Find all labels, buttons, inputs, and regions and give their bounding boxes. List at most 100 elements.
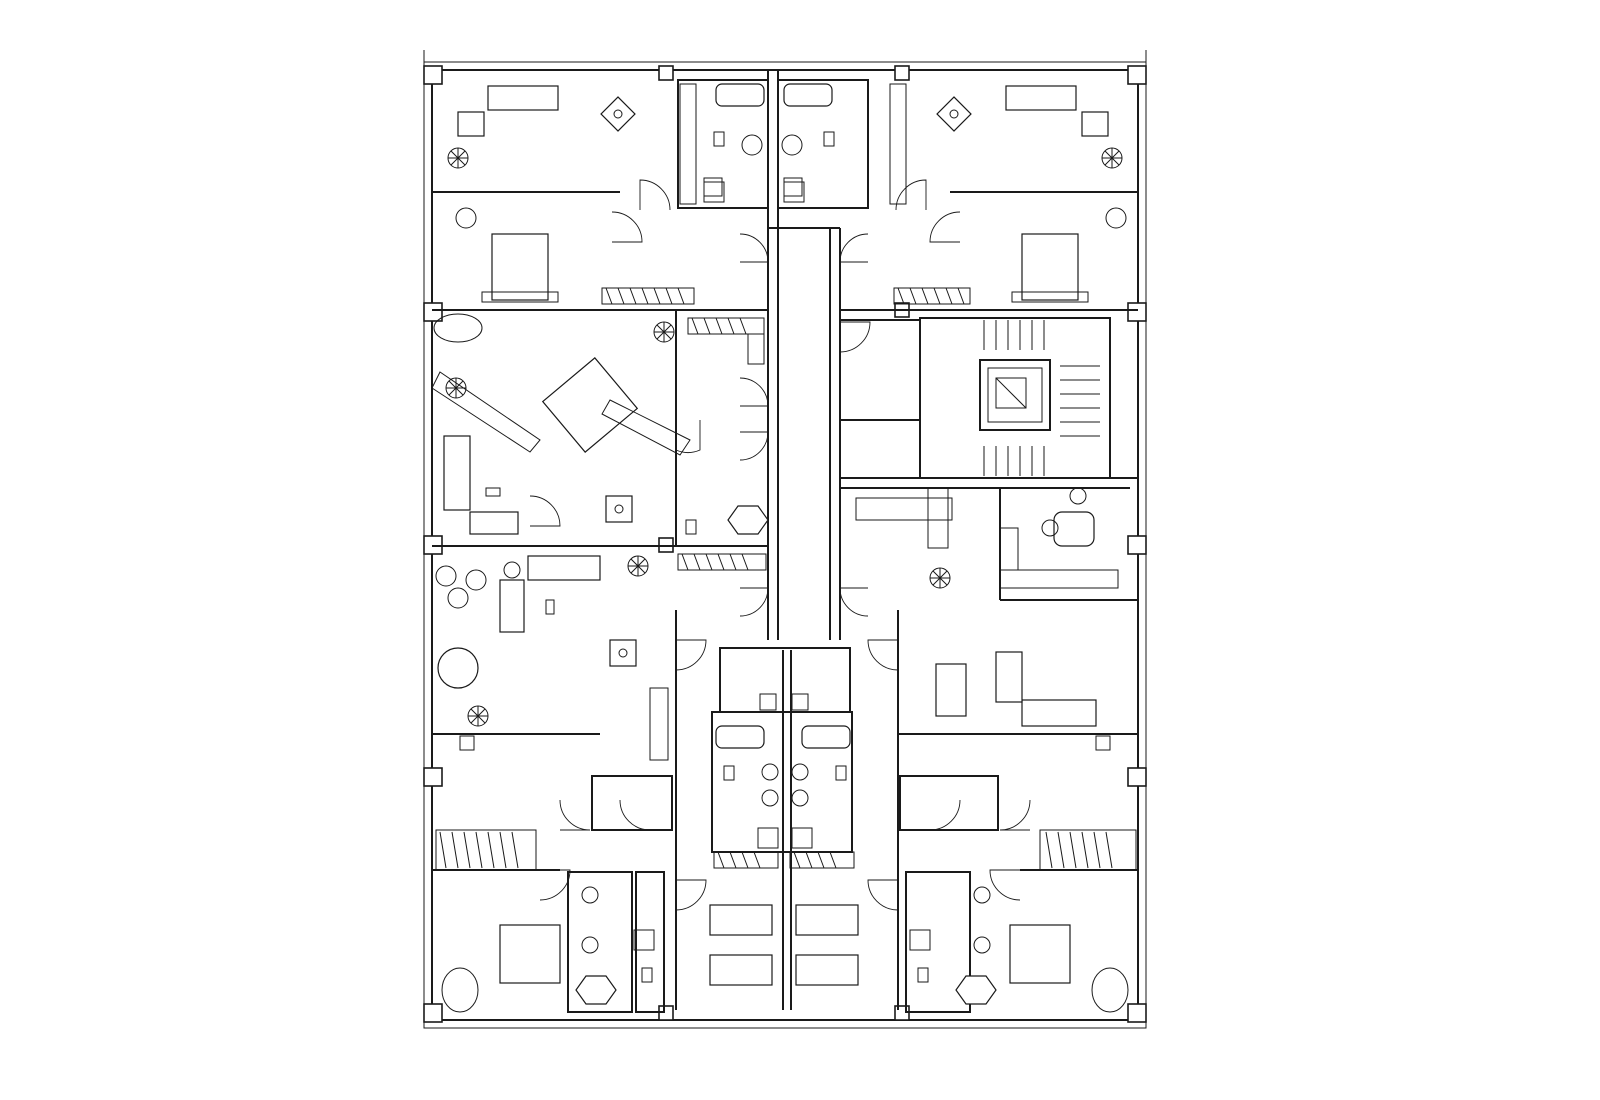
shower xyxy=(703,181,725,203)
column xyxy=(1127,1003,1147,1023)
bed xyxy=(709,904,859,986)
bed xyxy=(481,233,559,303)
armchair xyxy=(433,313,483,343)
elevator xyxy=(979,359,1051,431)
potted-plant xyxy=(653,321,675,343)
kitchen-counter xyxy=(601,399,691,456)
armchair xyxy=(1041,487,1087,537)
kitchen-counter xyxy=(679,83,697,205)
interior-door xyxy=(867,639,899,671)
wardrobe xyxy=(747,333,765,365)
sink xyxy=(581,936,599,954)
interior-door xyxy=(895,179,927,211)
shower xyxy=(633,929,655,951)
interior-door xyxy=(739,377,769,407)
sink xyxy=(761,763,779,781)
potted-plant xyxy=(445,377,467,399)
interior-door xyxy=(989,869,1021,901)
toilet xyxy=(835,765,847,781)
structural-columns xyxy=(423,65,1147,1023)
column xyxy=(1127,302,1147,322)
potted-plant xyxy=(467,705,489,727)
interior-door xyxy=(929,799,961,831)
sink xyxy=(973,886,991,904)
dining-tables xyxy=(437,96,1095,717)
bed xyxy=(1011,233,1089,303)
dining-table xyxy=(935,663,967,717)
interior-door xyxy=(675,879,707,911)
potted-plant xyxy=(627,555,649,577)
sofa xyxy=(527,555,601,581)
dining-table xyxy=(1053,511,1095,547)
interior-door xyxy=(639,179,671,211)
shower xyxy=(783,181,805,203)
potted-plant xyxy=(447,147,469,169)
toilet xyxy=(917,967,929,983)
dining-table xyxy=(437,647,479,689)
interior-door xyxy=(839,587,869,617)
misc-items xyxy=(459,177,1111,751)
column xyxy=(423,65,443,85)
wardrobe xyxy=(893,287,971,305)
decor xyxy=(433,147,1129,1013)
interior-door xyxy=(739,587,769,617)
shower xyxy=(791,827,813,849)
interior-walls xyxy=(432,70,1138,1013)
bathtub xyxy=(783,83,833,107)
wardrobe xyxy=(687,317,765,335)
interior-door xyxy=(739,233,769,263)
toilet xyxy=(713,131,725,147)
kitchen-counter xyxy=(889,83,907,205)
column xyxy=(894,65,910,81)
column xyxy=(423,767,443,787)
column xyxy=(1127,535,1147,555)
sink xyxy=(791,789,809,807)
dining-table xyxy=(609,639,637,667)
interior-door xyxy=(839,233,869,263)
shower xyxy=(909,929,931,951)
bathroom-fixtures xyxy=(575,83,997,1005)
sofa xyxy=(499,579,525,633)
armchair xyxy=(455,207,477,229)
sink xyxy=(781,134,803,156)
armchair xyxy=(1091,967,1129,1013)
interior-door xyxy=(529,495,561,527)
dining-table xyxy=(600,96,636,132)
column xyxy=(1127,65,1147,85)
column xyxy=(1127,767,1147,787)
interior-door xyxy=(929,211,961,243)
kitchen-counter xyxy=(927,487,949,549)
kitchen-counter xyxy=(999,527,1019,571)
sofas xyxy=(443,85,1109,727)
interior-door xyxy=(675,420,701,453)
interior-door xyxy=(839,321,871,353)
sink xyxy=(581,886,599,904)
wardrobe xyxy=(789,851,855,869)
dining-table xyxy=(605,495,633,523)
wardrobe xyxy=(713,851,779,869)
sofa xyxy=(443,435,471,511)
interior-door xyxy=(867,879,899,911)
potted-plant xyxy=(1101,147,1123,169)
interior-door xyxy=(619,799,651,831)
kitchen-counter xyxy=(649,687,669,761)
staircase xyxy=(983,320,1100,476)
building-envelope xyxy=(423,50,1147,1029)
sink xyxy=(741,134,763,156)
potted-plant xyxy=(929,567,951,589)
wardrobe xyxy=(601,287,695,305)
armchair xyxy=(441,967,479,1013)
armchair xyxy=(435,565,457,587)
interior-door xyxy=(675,639,707,671)
column xyxy=(658,65,674,81)
armchair xyxy=(447,587,469,609)
bed xyxy=(541,357,639,453)
potted-plant xyxy=(503,561,521,579)
sofa xyxy=(995,651,1023,703)
interior-door xyxy=(739,431,769,461)
interior-door xyxy=(539,869,571,901)
interior-door xyxy=(611,211,643,243)
column xyxy=(423,302,443,322)
kitchens xyxy=(431,83,1119,761)
dining-table xyxy=(936,96,972,132)
